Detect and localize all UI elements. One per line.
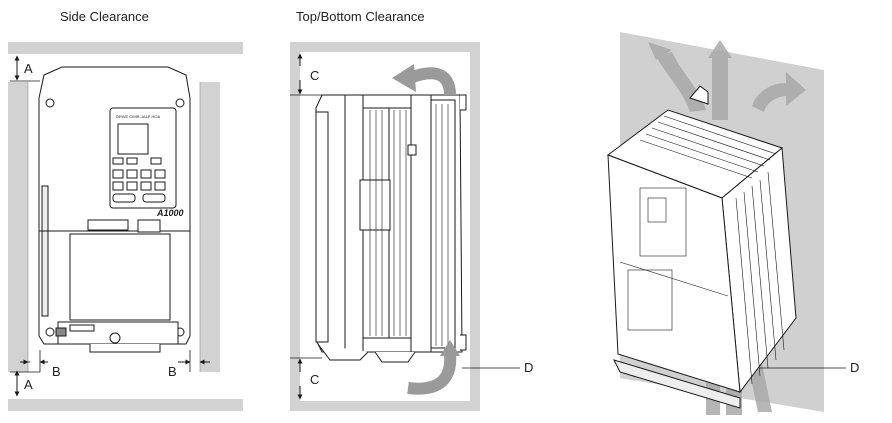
- label-b-left: B: [52, 364, 61, 379]
- top-wall-side: [8, 42, 243, 54]
- airflow-arrow-top: [407, 67, 456, 96]
- panel-brand: DRIVE CIMR-JA1P HOA: [116, 114, 160, 119]
- top-bottom-clearance-figure: [290, 42, 520, 411]
- title-side-clearance: Side Clearance: [60, 9, 149, 24]
- label-a-bottom: A: [24, 377, 33, 392]
- label-c-bottom: C: [310, 372, 320, 387]
- bottom-wall-side: [8, 399, 243, 411]
- right-wall: [200, 82, 220, 372]
- label-d-right: D: [850, 360, 860, 375]
- label-a-top: A: [24, 61, 33, 76]
- title-top-bottom-clearance: Top/Bottom Clearance: [296, 9, 425, 24]
- drive-front-view: [38, 66, 191, 353]
- left-wall: [8, 82, 28, 372]
- drive-3d-figure: [606, 32, 846, 415]
- panel-logo: A1000: [156, 208, 184, 218]
- label-b-right: B: [168, 364, 177, 379]
- airflow-arrow-bottom: [407, 353, 457, 395]
- label-c-top: C: [310, 68, 320, 83]
- label-d-middle: D: [524, 360, 534, 375]
- drive-side-view: [315, 94, 467, 363]
- side-clearance-figure: DRIVE CIMR-JA1P HOA A1000: [8, 42, 243, 411]
